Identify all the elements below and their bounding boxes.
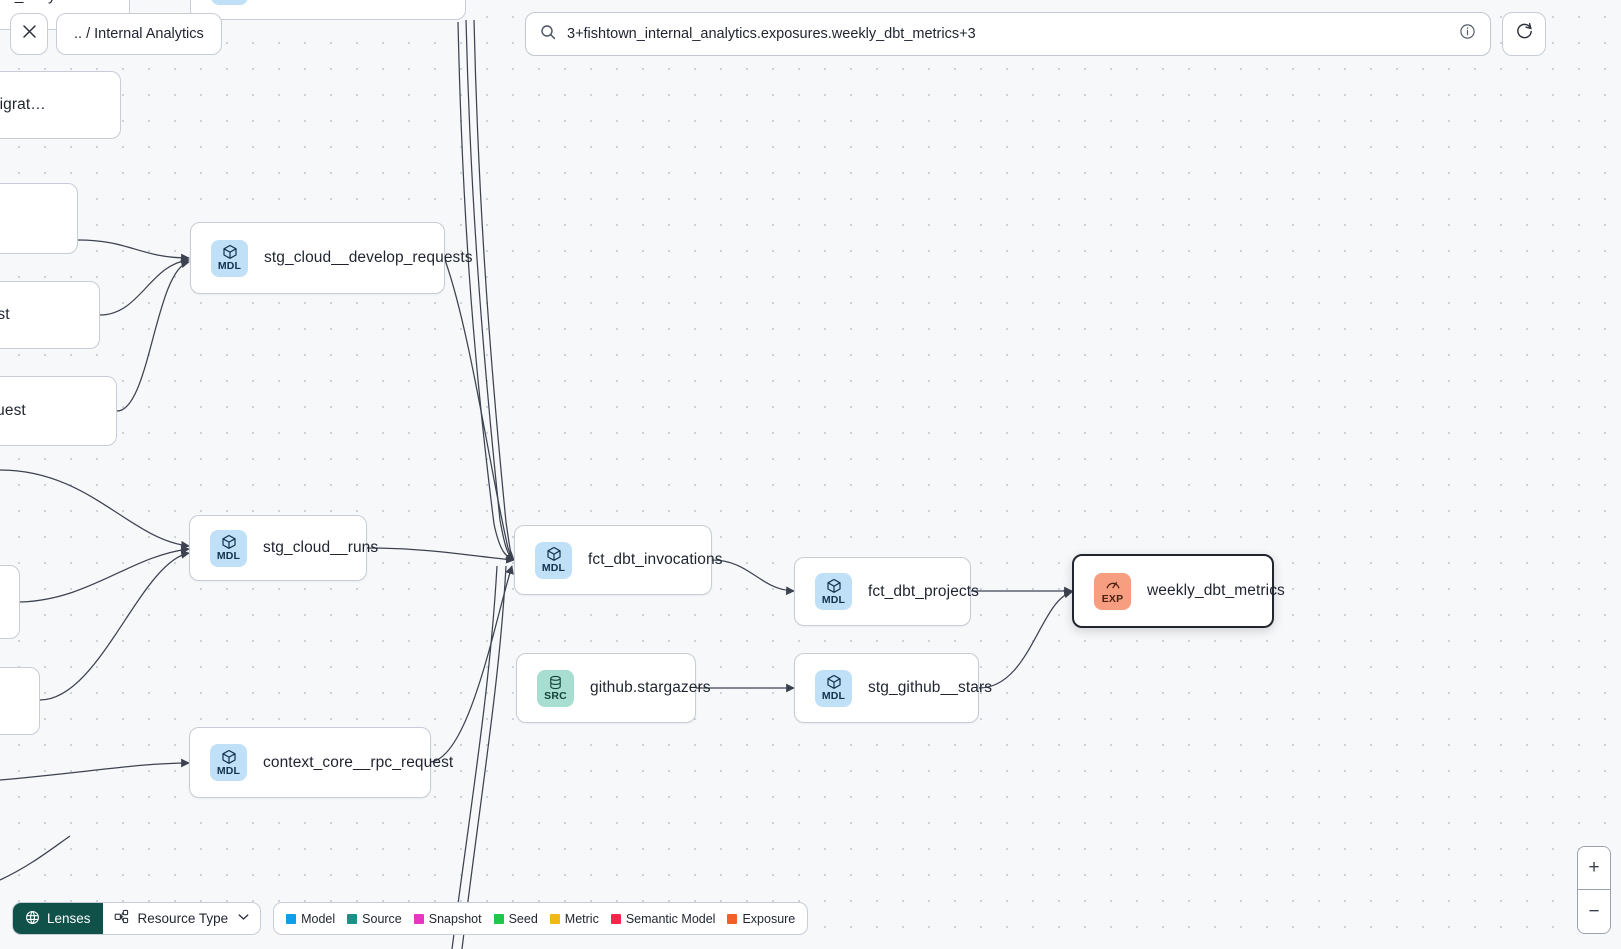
graph-node[interactable]: MDL fct_dbt_projects xyxy=(794,557,979,626)
legend-item[interactable]: Seed xyxy=(493,911,538,926)
search-icon xyxy=(540,24,556,45)
legend-item[interactable]: Source xyxy=(347,912,402,926)
resource-type-legend: Model Source Snapshot Seed Metric Semantic Mo… xyxy=(273,902,809,935)
bottom-toolbar: Lenses Resource Type xyxy=(12,902,809,935)
lenses-button[interactable]: Lenses xyxy=(13,903,103,934)
top-toolbar: .. / Internal Analytics xyxy=(0,0,1621,66)
legend-item[interactable]: Metric xyxy=(549,911,599,926)
mdl-badge-icon: MDL xyxy=(815,573,852,610)
search-bar[interactable] xyxy=(525,12,1491,56)
graph-node-label: github.stargazers xyxy=(590,679,711,696)
legend-item[interactable]: Semantic Model xyxy=(610,911,716,926)
zoom-in-button[interactable]: + xyxy=(1578,847,1610,890)
graph-node-label: stg_cloud__runs xyxy=(263,539,379,556)
chevron-down-icon xyxy=(238,913,249,924)
resource-type-icon xyxy=(114,909,130,928)
graph-node-label: context_core__rpc_request xyxy=(263,753,454,771)
legend-item[interactable]: Snapshot xyxy=(413,911,482,926)
graph-node-label: stg_cloud__develop_requests xyxy=(264,249,473,266)
info-icon[interactable] xyxy=(1459,23,1476,45)
legend-label: Seed xyxy=(508,911,538,926)
mdl-badge-icon: MDL xyxy=(210,744,247,781)
breadcrumb[interactable]: .. / Internal Analytics xyxy=(56,13,222,55)
legend-swatch xyxy=(493,913,504,924)
mdl-badge-icon: MDL xyxy=(211,239,248,277)
search-input[interactable] xyxy=(567,26,1448,42)
legend-swatch xyxy=(286,913,297,924)
graph-node[interactable]: MDLint_cloud__account_plan_history xyxy=(190,0,466,20)
graph-node[interactable]: MDL fct_dbt_invocations xyxy=(514,525,723,595)
legend-swatch xyxy=(413,913,424,924)
legend-label: Source xyxy=(362,911,402,926)
lens-controls: Lenses Resource Type xyxy=(12,902,262,935)
legend-label: Model xyxy=(301,911,336,926)
zoom-controls: + − xyxy=(1577,846,1611,934)
mdl-badge-icon: MDL xyxy=(815,669,852,707)
exp-badge-icon: EXP xyxy=(1094,572,1131,610)
mdl-badge-icon: MDL xyxy=(535,541,572,579)
graph-node-label: velop_request xyxy=(0,306,10,323)
graph-node[interactable]: MDL stg_cloud__develop_requests xyxy=(190,222,473,294)
zoom-out-button[interactable]: − xyxy=(1578,890,1610,933)
mdl-badge-icon: MDL xyxy=(210,529,247,567)
legend-item[interactable]: Exposure xyxy=(727,912,795,926)
legend-swatch xyxy=(347,913,358,924)
graph-node-label: fct_dbt_invocations xyxy=(588,551,723,568)
graph-node-label: multicell_migrat… xyxy=(0,96,46,113)
legend-swatch xyxy=(549,913,560,924)
graph-node-label: fct_dbt_projects xyxy=(868,582,980,600)
graph-node[interactable]: p_request xyxy=(0,183,78,254)
graph-node[interactable]: _develop_request xyxy=(0,376,117,446)
graph-node[interactable]: n xyxy=(0,565,20,639)
legend-label: Snapshot xyxy=(428,911,482,926)
close-button[interactable] xyxy=(10,13,48,55)
graph-node-label: snapshot_daily xyxy=(0,0,56,5)
breadcrumb-label: .. / Internal Analytics xyxy=(74,26,204,42)
graph-node[interactable]: velop_request xyxy=(0,281,100,349)
graph-node[interactable]: multicell_migrat… xyxy=(0,71,121,139)
graph-node[interactable]: MDL stg_cloud__runs xyxy=(189,515,378,581)
graph-node[interactable]: EXP weekly_dbt_metrics xyxy=(1072,554,1285,628)
close-icon xyxy=(21,23,38,45)
graph-node[interactable]: MDL stg_github__stars xyxy=(794,653,992,723)
graph-node[interactable]: _run xyxy=(0,667,40,735)
legend-label: Semantic Model xyxy=(625,911,716,926)
graph-node[interactable]: SRC github.stargazers xyxy=(516,653,711,723)
legend-item[interactable]: Model xyxy=(286,912,335,926)
legend-swatch xyxy=(610,913,621,924)
lenses-label: Lenses xyxy=(47,911,91,926)
src-badge-icon: SRC xyxy=(537,669,574,707)
graph-node[interactable]: MDL context_core__rpc_request xyxy=(189,727,453,798)
refresh-button[interactable] xyxy=(1502,12,1546,56)
graph-node-label: _develop_request xyxy=(0,402,26,419)
refresh-icon xyxy=(1515,22,1534,46)
lenses-icon xyxy=(25,910,40,928)
resource-type-label: Resource Type xyxy=(137,911,229,926)
legend-label: Metric xyxy=(564,911,599,926)
legend-swatch xyxy=(727,913,738,924)
resource-type-dropdown[interactable]: Resource Type xyxy=(103,903,261,934)
legend-label: Exposure xyxy=(742,911,796,926)
graph-node-label: stg_github__stars xyxy=(868,679,993,696)
mdl-badge-icon: MDL xyxy=(211,0,248,5)
graph-node-label: weekly_dbt_metrics xyxy=(1147,582,1285,599)
